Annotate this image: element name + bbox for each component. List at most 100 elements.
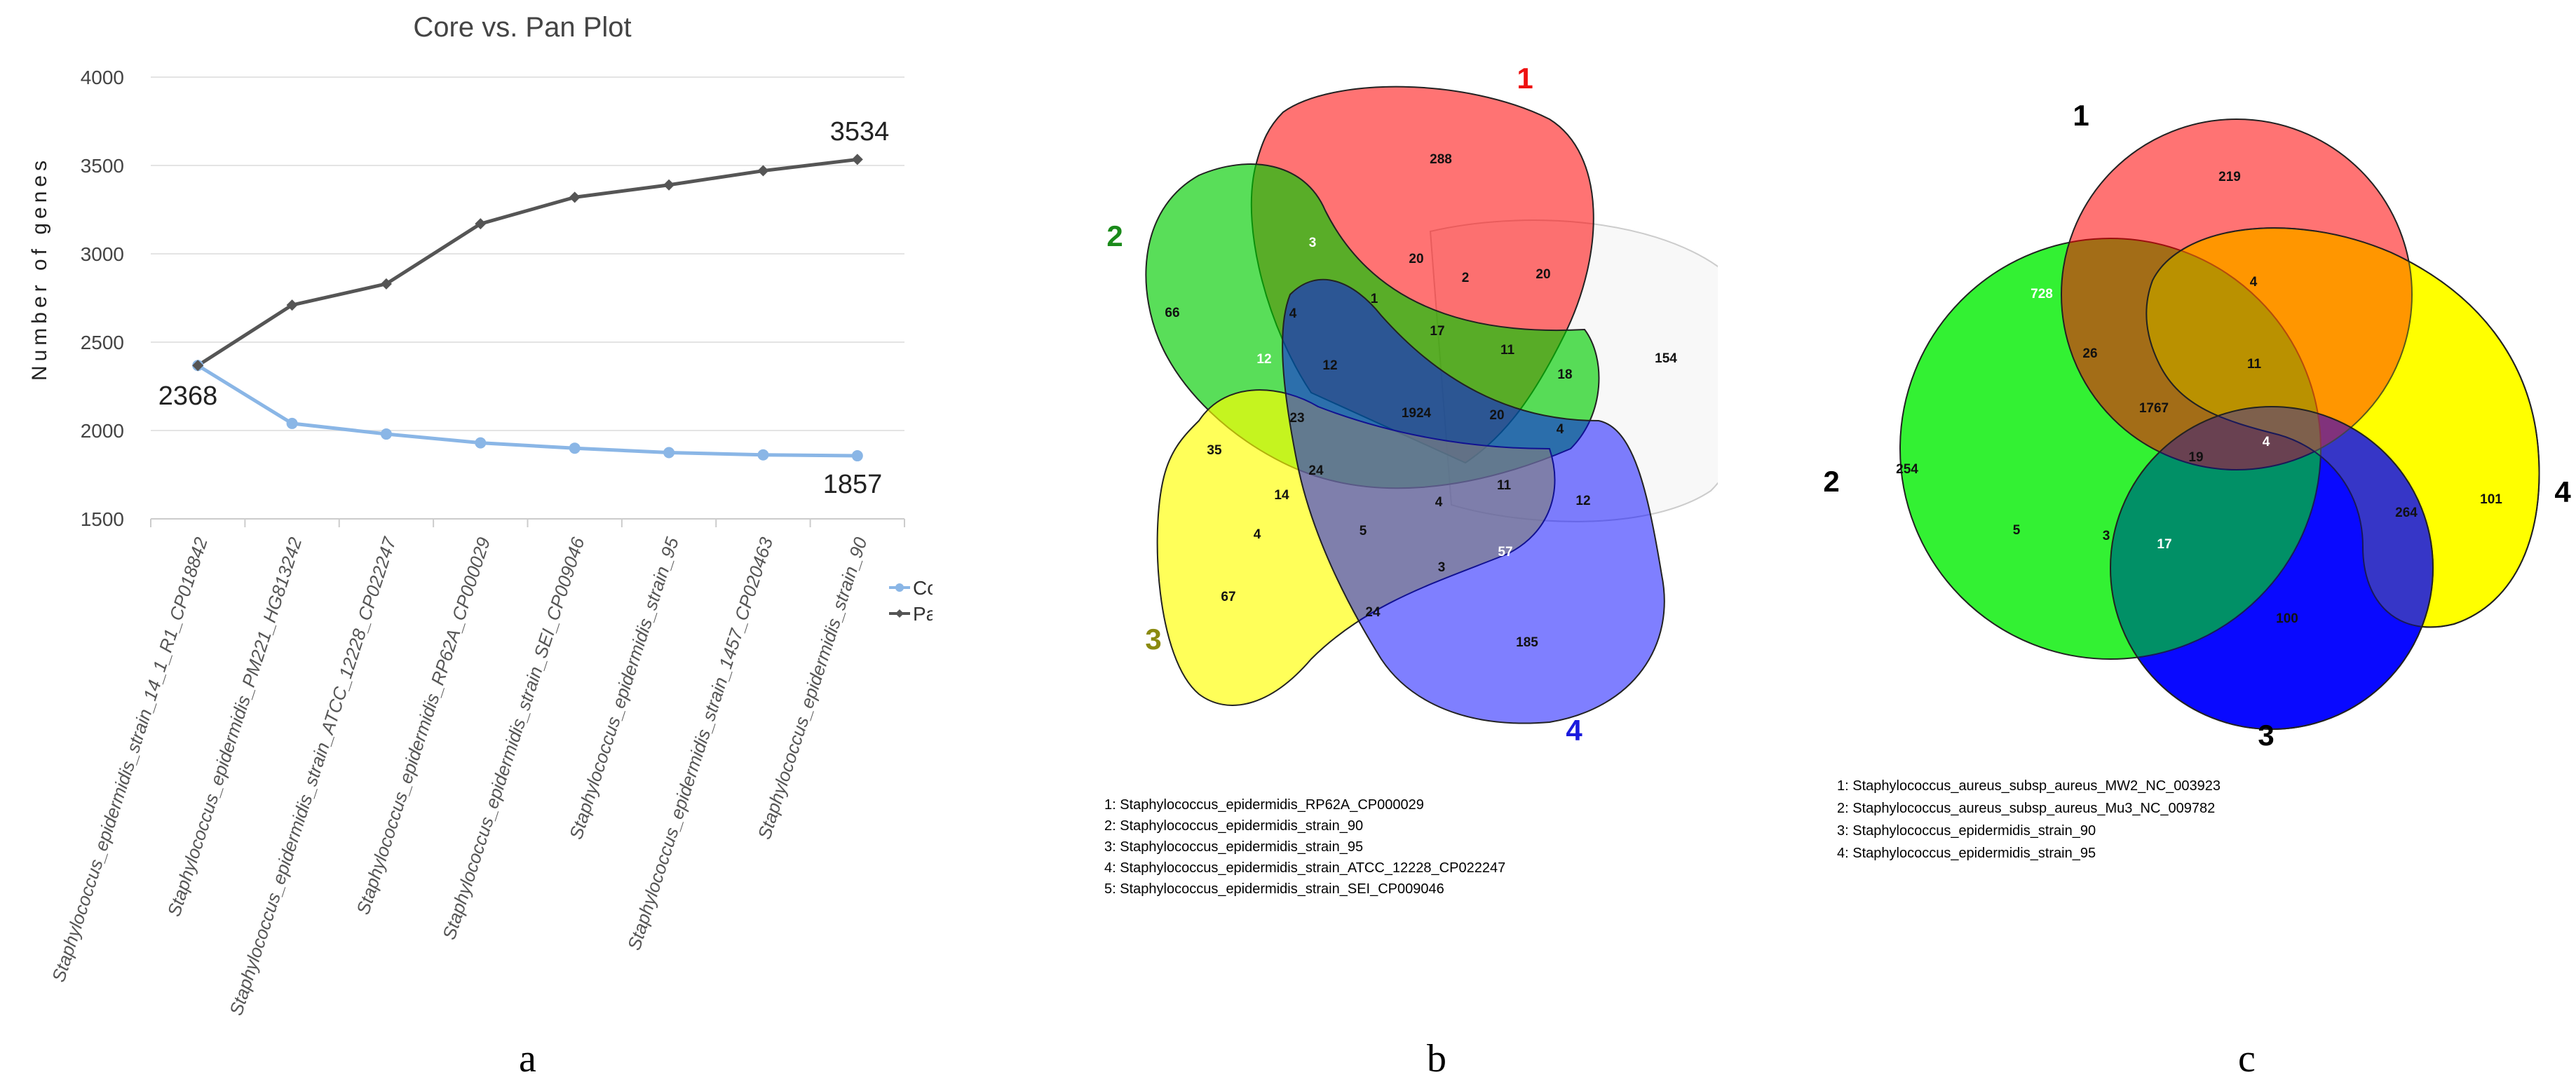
data-point-pan [851,154,863,165]
data-point-pan [569,191,581,203]
venn4-set-3-overlay [2110,406,2434,730]
venn4-region-value: 19 [2188,450,2203,465]
venn4-region-value: 17 [2157,537,2171,552]
venn4-set-label-1: 1 [2073,99,2089,132]
venn4-region-value: 254 [1896,462,1918,477]
venn-5-panel: 1 2 3 4 5 288 3 20 2 20 66 4 1 17 11 18 … [1017,0,1782,1087]
annotation-core-end-value: 1857 [823,470,883,499]
venn4-region-value: 11 [2247,357,2262,372]
venn5-region-value: 1 [1371,292,1378,306]
venn4-region-value: 4 [2250,275,2258,290]
venn5-region-value: 3 [1438,560,1446,575]
x-tick-label: Staphylococcus_epidermidis_strain_ATCC_1… [225,534,400,1018]
panel-label-b: b [1427,1037,1446,1080]
venn5-region-value: 4 [1557,422,1564,437]
data-point-core [475,437,487,449]
data-point-pan [757,165,769,177]
y-tick-label: 1500 [81,508,124,530]
series-points [192,154,863,462]
venn4-region-value: 219 [2218,170,2241,184]
chart-title: Core vs. Pan Plot [413,12,631,43]
venn4-region-values: 219 728 4 26 11 1767 19 4 254 5 3 17 264… [1896,170,2502,626]
venn5-legend-item: 1: Staphylococcus_epidermidis_RP62A_CP00… [1104,797,1424,813]
venn-4-panel: 1 2 3 4 219 728 4 26 11 1767 19 4 254 5 … [1788,0,2576,1087]
venn5-region-value: 2 [1462,271,1470,285]
data-point-core [286,417,298,429]
y-tick-label: 2000 [81,420,124,442]
venn5-region-value: 185 [1516,635,1538,650]
venn5-set-label-3: 3 [1145,623,1161,656]
venn5-region-value: 35 [1207,443,1222,458]
x-tick-label: Staphylococcus_epidermidis_strain_90 [754,534,872,842]
x-tick-label: Staphylococcus_epidermidis_strain_95 [565,534,683,842]
venn4-region-value: 3 [2103,529,2110,543]
venn5-set-label-4: 4 [1566,714,1582,747]
venn5-region-value: 5 [1360,524,1367,538]
venn5-region-value: 12 [1575,494,1590,508]
venn5-region-value: 11 [1497,478,1512,493]
venn5-region-value: 11 [1500,343,1515,358]
panel-label-c: c [2238,1037,2256,1080]
panel-label-a: a [519,1037,536,1080]
legend-pan-label: Pan [913,603,933,625]
venn5-region-values: 288 3 20 2 20 66 4 1 17 11 18 154 12 12 … [1165,152,1677,650]
annotation-start-value: 2368 [158,381,218,411]
venn5-region-value: 4 [1289,306,1297,321]
venn5-region-value: 3 [1309,236,1317,250]
venn5-set-label-2: 2 [1106,219,1123,252]
venn5-region-value: 12 [1322,358,1337,373]
venn4-region-value: 728 [2031,287,2053,301]
data-point-core [663,447,675,459]
venn5-region-value: 18 [1557,367,1572,382]
venn4-set-4-overlay [2145,227,2540,628]
data-point-core [569,442,581,454]
venn4-set-label-2: 2 [1823,465,1839,498]
venn5-region-value: 67 [1221,590,1235,604]
y-tick-label: 3000 [81,243,124,265]
annotation-pan-end-value: 3534 [830,117,890,147]
x-tick-labels: Staphylococcus_epidermidis_strain_14_1_R… [48,534,872,1018]
venn4-legend-item: 3: Staphylococcus_epidermidis_strain_90 [1837,823,2096,839]
venn5-region-value: 57 [1498,545,1512,560]
venn5-region-value: 20 [1409,252,1423,266]
venn5-legend-item: 3: Staphylococcus_epidermidis_strain_95 [1104,839,1364,855]
venn-5-diagram: 1 2 3 4 5 288 3 20 2 20 66 4 1 17 11 18 … [1106,62,1782,747]
venn5-region-value: 154 [1655,351,1677,366]
venn4-set-label-4: 4 [2554,475,2571,508]
venn5-region-value: 14 [1274,488,1289,503]
venn4-region-value: 26 [2082,346,2097,361]
venn4-region-value: 100 [2276,611,2298,626]
data-point-core [757,449,769,461]
venn4-set-1 [2061,118,2413,470]
venn5-region-value: 4 [1435,495,1443,510]
y-tick-label: 3500 [81,155,124,177]
venn5-region-value: 1924 [1402,406,1432,421]
venn5-legend-item: 5: Staphylococcus_epidermidis_strain_SEI… [1104,881,1444,897]
venn5-region-value: 20 [1536,267,1550,282]
x-tick-label: Staphylococcus_epidermidis_strain_14_1_R… [48,534,212,984]
y-tick-label: 2500 [81,332,124,353]
venn4-region-value: 1767 [2139,401,2169,416]
venn5-region-value: 20 [1489,408,1504,423]
venn4-set-label-3: 3 [2258,719,2274,752]
series-lines [196,157,858,458]
venn5-set-label-1: 1 [1517,62,1533,95]
venn4-region-value: 4 [2263,435,2270,449]
gridlines [150,76,905,527]
y-axis-label: Number of genes [28,156,51,381]
venn5-region-value: 24 [1308,463,1324,478]
legend-core-label: Core [913,577,933,599]
y-tick-labels: 1500 2000 2500 3000 3500 4000 [81,67,124,530]
venn4-legend-item: 1: Staphylococcus_aureus_subsp_aureus_MW… [1837,778,2221,794]
data-point-core [851,450,863,462]
y-tick-label: 4000 [81,67,124,88]
venn-4-diagram: 1 2 3 4 219 728 4 26 11 1767 19 4 254 5 … [1823,99,2571,752]
data-point-pan [380,278,392,290]
series-line-pan [196,157,858,367]
venn5-region-value: 66 [1165,306,1179,320]
venn5-set-4 [1282,278,1665,724]
venn5-legend-item: 4: Staphylococcus_epidermidis_strain_ATC… [1104,860,1506,876]
venn5-region-value: 4 [1254,527,1261,542]
venn5-legend-item: 2: Staphylococcus_epidermidis_strain_90 [1104,818,1364,834]
venn4-region-value: 101 [2480,492,2502,507]
